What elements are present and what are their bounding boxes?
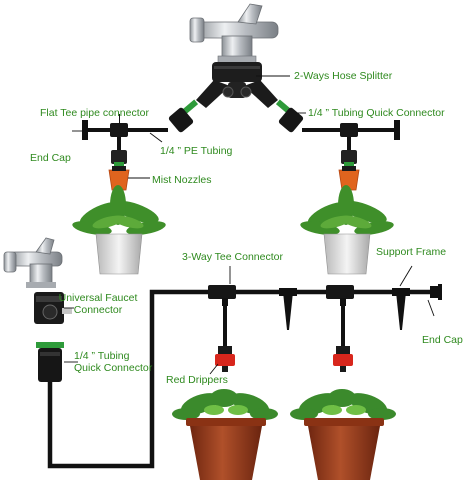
label-support-frame: Support Frame	[376, 246, 447, 258]
white-pot-left	[72, 185, 166, 275]
label-end-cap-left: End Cap	[30, 152, 71, 164]
hose-splitter	[168, 62, 304, 133]
main-tubing	[47, 284, 442, 469]
red-dripper-left	[215, 346, 235, 372]
universal-faucet-connector-part	[34, 292, 72, 324]
brown-pot-right	[290, 389, 396, 480]
left-faucet	[3, 237, 63, 288]
label-tubing-qc-bottom-line1: 1/4 ” Tubing	[74, 350, 130, 362]
top-faucet	[189, 3, 279, 65]
red-drippers-leader	[209, 363, 219, 375]
tee-connector-left	[208, 285, 236, 346]
label-end-cap-right: End Cap	[422, 334, 463, 346]
support-stakes	[279, 288, 410, 330]
end-cap-right-leader	[427, 299, 435, 317]
label-red-drippers: Red Drippers	[166, 374, 228, 386]
label-flat-tee: Flat Tee pipe connector	[40, 107, 149, 119]
pe-tubing-leader	[149, 132, 163, 143]
brown-pot-left	[172, 389, 278, 480]
label-hose-splitter: 2-Ways Hose Splitter	[294, 70, 393, 82]
top-left-tubing	[82, 114, 168, 191]
white-pot-right	[300, 185, 394, 275]
top-right-tubing	[302, 120, 400, 191]
label-pe-tubing: 1/4 ” PE Tubing	[160, 145, 233, 157]
label-universal-faucet-line1: Universal Faucet	[58, 292, 138, 304]
label-mist-nozzles: Mist Nozzles	[152, 174, 212, 186]
red-dripper-right	[333, 346, 353, 372]
label-tubing-qc-top: 1/4 ” Tubing Quick Connector	[308, 107, 445, 119]
support-frame-leader	[399, 265, 413, 287]
label-universal-faucet-connector: Universal Faucet Connector	[58, 292, 138, 316]
bottom-quick-connector-part	[36, 342, 64, 382]
label-tubing-qc-bottom-line2: Quick Connector	[74, 362, 153, 374]
label-three-way-tee: 3-Way Tee Connector	[182, 251, 283, 263]
label-universal-faucet-line2: Connector	[73, 304, 123, 316]
label-tubing-qc-bottom: 1/4 ” Tubing Quick Connector	[74, 350, 152, 374]
tee-connector-right	[326, 285, 354, 346]
